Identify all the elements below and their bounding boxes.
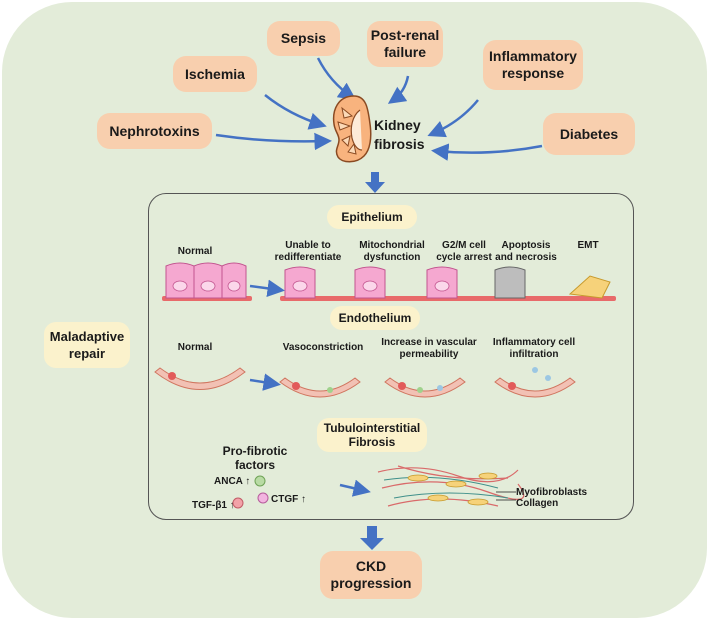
arrow-post-renal	[387, 75, 410, 104]
cause-post-renal: Post-renal failure	[367, 21, 443, 67]
epithelium-illustration	[162, 262, 616, 301]
endothelium-illustration	[154, 367, 576, 398]
cause-nephrotoxins: Nephrotoxins	[97, 113, 212, 149]
tubulointerstitial-header: Tubulointerstitial Fibrosis	[317, 418, 427, 452]
tgf-icon	[232, 497, 244, 509]
arrow-nephrotoxins	[215, 132, 332, 151]
endo-stage-permeability: Increase in vascular permeability	[381, 337, 477, 360]
arrow-fibrosis	[339, 479, 371, 497]
arrow-diabetes	[431, 143, 543, 161]
profibrotic-factor-icons	[232, 475, 269, 509]
fibrosis-illustration	[377, 465, 525, 507]
mechanism-panel	[148, 193, 634, 520]
collagen-label: Collagen	[516, 498, 559, 509]
epi-stage-normal: Normal	[177, 246, 213, 257]
epi-stage-apoptosis: Apoptosis and necrosis	[495, 240, 557, 263]
epithelium-header: Epithelium	[327, 205, 417, 229]
anca-icon	[254, 475, 266, 487]
maladaptive-repair-label: Maladaptive repair	[44, 322, 130, 368]
myofibroblasts-label: Myofibroblasts	[516, 487, 588, 498]
cause-diabetes: Diabetes	[543, 113, 635, 155]
endo-stage-infiltration: Inflammatory cell infiltration	[492, 337, 576, 360]
tgf-label: TGF-β1 ↑	[192, 500, 235, 511]
anca-label: ANCA ↑	[214, 476, 251, 487]
endothelium-header: Endothelium	[330, 306, 420, 330]
endo-stage-normal: Normal	[177, 342, 213, 353]
epi-stage-g2m: G2/M cell cycle arrest	[436, 240, 492, 263]
endo-stage-vasoconstriction: Vasoconstriction	[282, 342, 364, 353]
epi-stage-mitochondrial: Mitochondrial dysfunction	[359, 240, 425, 263]
epi-stage-emt: EMT	[577, 240, 599, 251]
epi-stage-redifferentiate: Unable to redifferentiate	[274, 240, 342, 263]
cause-ischemia: Ischemia	[173, 56, 257, 92]
arrow-down-panel	[365, 172, 385, 193]
kidney-fibrosis-label: Kidney fibrosis	[374, 117, 425, 152]
arrow-endothelium	[249, 373, 281, 391]
ctgf-icon	[257, 492, 269, 504]
arrow-inflammatory	[427, 99, 479, 138]
cause-inflammatory-response: Inflammatory response	[483, 40, 583, 90]
profibrotic-title: Pro-fibrotic factors	[222, 444, 288, 472]
arrow-sepsis	[316, 57, 357, 100]
ckd-progression: CKD progression	[320, 551, 422, 599]
arrow-ischemia	[264, 94, 327, 130]
ctgf-label: CTGF ↑	[271, 494, 306, 505]
kidney-icon	[332, 95, 372, 163]
arrow-down-ckd	[360, 526, 384, 550]
arrow-epithelium	[249, 279, 285, 298]
cause-sepsis: Sepsis	[267, 21, 340, 56]
